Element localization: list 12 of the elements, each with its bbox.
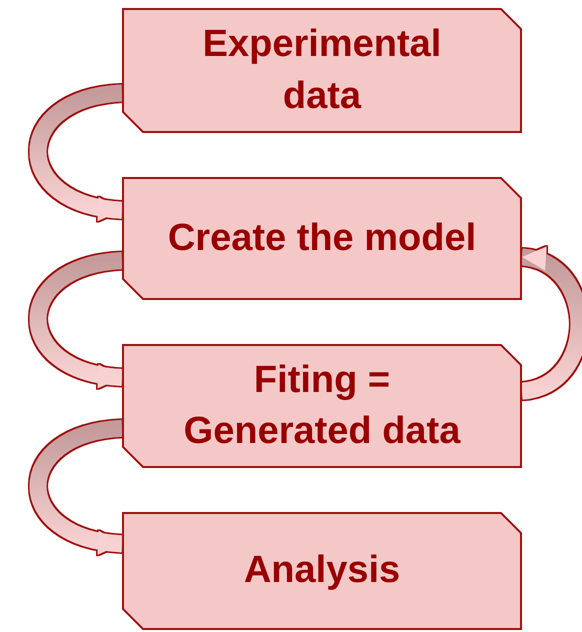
- process-box: [122, 512, 522, 630]
- box-label: Experimental data: [202, 22, 442, 118]
- box-label: Create the model: [166, 216, 478, 261]
- curved-arrow: [520, 248, 582, 400]
- box-label: Fiting = Generated data: [182, 358, 462, 454]
- box-label: Analysis: [242, 548, 402, 594]
- curved-arrow: [30, 420, 124, 553]
- curved-arrow: [30, 84, 124, 220]
- process-box: [122, 177, 522, 300]
- curved-arrow: [30, 252, 124, 386]
- process-box: [122, 8, 522, 133]
- process-box: [122, 344, 522, 468]
